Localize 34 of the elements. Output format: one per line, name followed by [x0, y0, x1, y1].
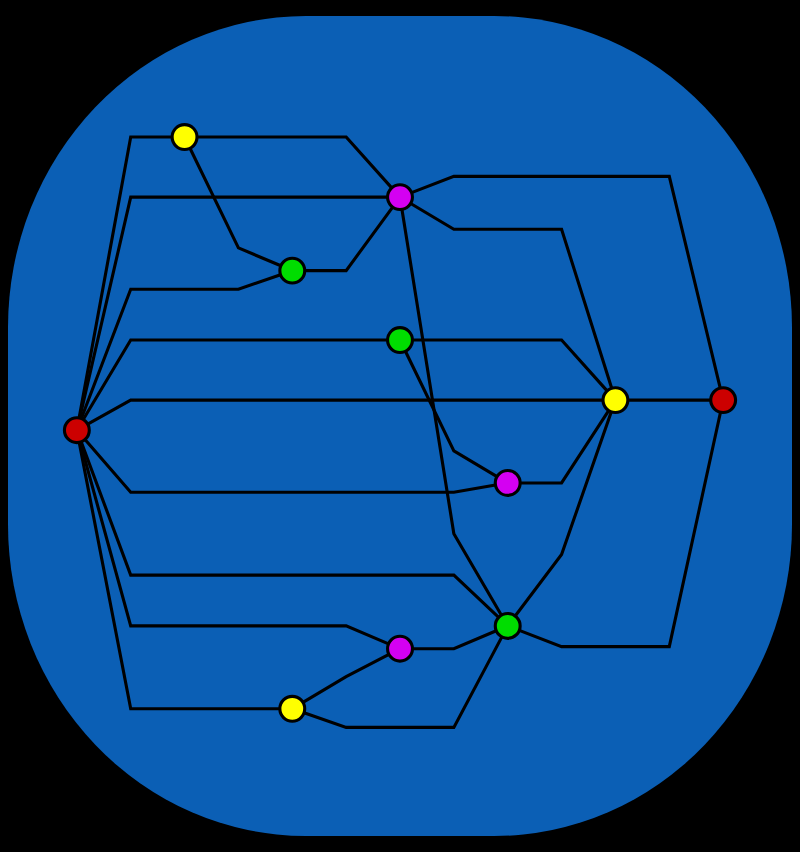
connector	[303, 636, 504, 729]
connector	[518, 411, 722, 649]
node-circle	[170, 123, 199, 151]
connector	[78, 195, 388, 419]
connector	[188, 147, 282, 268]
node-circle	[386, 326, 414, 354]
node-circle	[62, 416, 91, 445]
connector	[77, 442, 280, 711]
connector	[77, 135, 173, 419]
connector	[411, 174, 722, 389]
node-circle	[386, 183, 414, 212]
connector	[520, 409, 610, 485]
connector	[412, 338, 609, 392]
node-circle	[278, 256, 307, 285]
connector	[79, 273, 282, 420]
connector	[86, 398, 603, 426]
connector	[304, 206, 394, 273]
connector	[404, 350, 498, 478]
connector	[197, 135, 393, 189]
connector	[409, 202, 614, 389]
connector	[412, 629, 497, 651]
connector	[79, 441, 500, 619]
connector	[513, 411, 613, 617]
connector	[400, 209, 503, 616]
node-circle	[386, 634, 414, 663]
connector	[627, 398, 711, 402]
connector	[81, 338, 388, 421]
node-circle	[493, 611, 522, 640]
node-circle	[709, 386, 738, 415]
connector	[302, 653, 390, 704]
node-circle	[601, 386, 630, 415]
connector	[83, 438, 496, 494]
node-circle	[278, 694, 307, 723]
node-circle	[493, 469, 522, 497]
